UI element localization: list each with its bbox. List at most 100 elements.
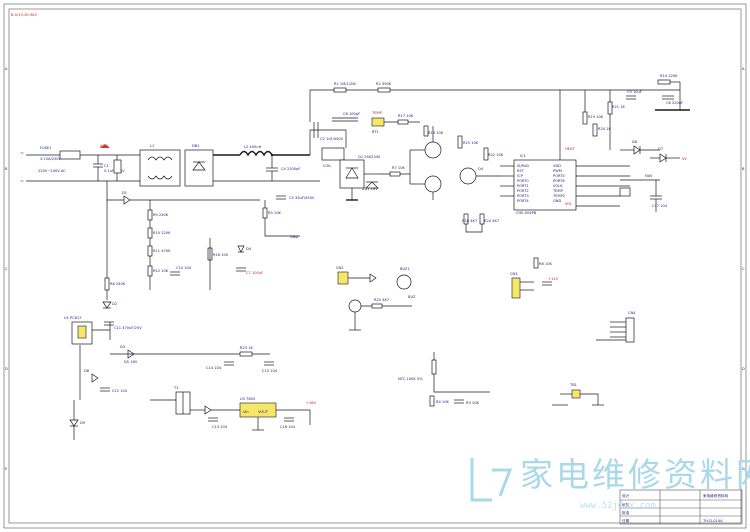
- mcu-ic1: IC1 CHE-004PB SI/RxD RST ICP PORT0 PORT1…: [500, 147, 630, 215]
- r15-label: R15 10K: [463, 141, 479, 145]
- driver-q3: [424, 175, 442, 193]
- ntc-resistor: [431, 359, 437, 375]
- row-label: B: [5, 167, 8, 171]
- r5: [262, 207, 268, 219]
- r19: [582, 111, 588, 125]
- mcu-pin-left: ICP: [517, 174, 524, 178]
- d1-label: D1: [122, 191, 127, 195]
- mcu-pin-left: SI/RxD: [517, 164, 529, 168]
- corner-note: B-5/19-30-962: [11, 13, 37, 17]
- c8-label: C8 220uF: [666, 101, 683, 105]
- d3-label: D3: [120, 345, 125, 349]
- r12: [147, 265, 153, 277]
- r10: [147, 227, 153, 239]
- t1-label: T1: [173, 386, 178, 390]
- gnd-label: GND: [290, 235, 298, 239]
- diode-d4: [237, 245, 245, 253]
- title-row: 设计: [622, 493, 630, 498]
- vcc18-label: +18V: [306, 401, 317, 405]
- choke-label: L1: [150, 144, 154, 148]
- r4: [429, 395, 435, 407]
- r24-label: R24 4K7: [484, 219, 499, 223]
- row-label: D: [742, 367, 745, 371]
- fan-connector: [619, 187, 631, 197]
- c10-label: C10 104: [176, 266, 192, 270]
- ntc-label: NTC-100K 5%: [398, 377, 423, 381]
- cn4-connector: [625, 317, 635, 343]
- c13-label: C13 104: [212, 425, 228, 429]
- diode-d8: [91, 373, 99, 383]
- c6-label: C6 100pF: [343, 112, 360, 116]
- row-label: A: [5, 67, 8, 71]
- fan-label: FAN: [645, 174, 652, 178]
- resistor-ladder: D1 R9 240K R10 220K R11 470K R12 10K C10…: [102, 181, 315, 309]
- d4-label: D4: [246, 247, 252, 251]
- r25-label: R25 4K7: [374, 298, 389, 302]
- choke-box: [139, 149, 181, 187]
- tb1-connector: [571, 389, 581, 399]
- r5-label: R5 10K: [268, 211, 281, 215]
- r11: [147, 245, 153, 257]
- bridge-label: DB1: [192, 144, 200, 148]
- r23-label: R23 1K: [240, 346, 253, 350]
- mcu-pin-right: TEMP: [552, 189, 564, 193]
- r1: [333, 87, 347, 93]
- r3-label: R3 10K: [466, 401, 479, 405]
- title-company: 家电维修资料网: [703, 493, 729, 498]
- r13-label: R13 10K: [428, 131, 444, 135]
- mains-input: ~ ~ FUSE1 3.15A/250V 220V~240V AC AC_L C…: [20, 144, 140, 185]
- mcu-pin-right: GND: [553, 199, 561, 203]
- r20: [592, 123, 598, 137]
- d6-label: D6: [632, 140, 638, 144]
- r14-label: R14 220K: [660, 74, 678, 78]
- r1-label: R1 1M/1/2W: [334, 82, 356, 86]
- aux-supply: D3 D5 18V D8 C12 104 D9 T1 C13 104 R23 1…: [69, 345, 317, 440]
- row-label: B: [742, 167, 745, 171]
- mcu-pin-right: PORT5: [553, 174, 565, 178]
- title-row: 批准: [622, 510, 630, 515]
- row-label: E: [5, 467, 8, 471]
- choke-bridge: L1 DB1: [139, 144, 320, 187]
- r16-label: R16 100: [213, 253, 229, 257]
- c11-label: C11 470uF/25V: [114, 326, 142, 330]
- mains-terminal-n: ~: [20, 179, 24, 185]
- watermark-text: 家电维修资料网: [520, 455, 750, 494]
- mcu-pin-left: PORT4: [517, 199, 529, 203]
- r19-label: R19 10K: [588, 115, 604, 119]
- opto-u1: U1 PC817 C11 470uF/25V: [64, 316, 142, 345]
- c9-label: C9 10uF: [627, 90, 642, 94]
- diode-d9: [69, 419, 79, 427]
- r17-label: R17 10K: [398, 114, 414, 118]
- r11-label: R11 470K: [153, 249, 171, 253]
- c5-label: C5 33uF/450V: [289, 196, 315, 200]
- border-row-labels: A B C D E A B C D E: [5, 67, 745, 471]
- c7-label: C7 100uF: [246, 271, 263, 275]
- driver-q2: [424, 141, 442, 159]
- varistor: [113, 159, 122, 174]
- heat-label: HEAT: [565, 147, 575, 151]
- cn2-label: CN2: [336, 266, 343, 270]
- inductor-l2: L2 400uH C4 2200pF: [239, 145, 310, 181]
- mcu-pin-right: VDD: [553, 164, 561, 168]
- mcu-pin-right: VOLK: [553, 184, 563, 188]
- c17-label: C17 104: [652, 204, 668, 208]
- r7-label: R7 10K: [392, 166, 405, 170]
- title-row: 审核: [622, 502, 630, 507]
- r12-label: R12 10K: [153, 269, 169, 273]
- mcu-pin-left: PORT3: [517, 194, 529, 198]
- zdiode-label: D5 18V: [124, 360, 138, 364]
- c4-label: C4 2200pF: [281, 167, 300, 171]
- opto-inner: [77, 325, 87, 339]
- title-row: 日期: [622, 518, 630, 523]
- opto-label: U1 PC817: [64, 316, 82, 320]
- inductor-label: L2 400uH: [244, 145, 262, 149]
- coil-label: COIL: [323, 164, 331, 168]
- u3-label: U3 7805: [240, 397, 255, 401]
- mcu-pin-right: TEMP2: [552, 194, 565, 198]
- vcc12-label: +12V: [548, 277, 559, 281]
- c12-label: C12 104: [112, 389, 128, 393]
- title-block: 设计 审核 批准 日期 家电维修资料网 TH-D-014A: [619, 489, 743, 525]
- watermark: 家电维修资料网 www.52jdwx.com: [470, 455, 750, 511]
- fuse: [59, 150, 81, 160]
- vcc5-label: 5V: [682, 157, 687, 161]
